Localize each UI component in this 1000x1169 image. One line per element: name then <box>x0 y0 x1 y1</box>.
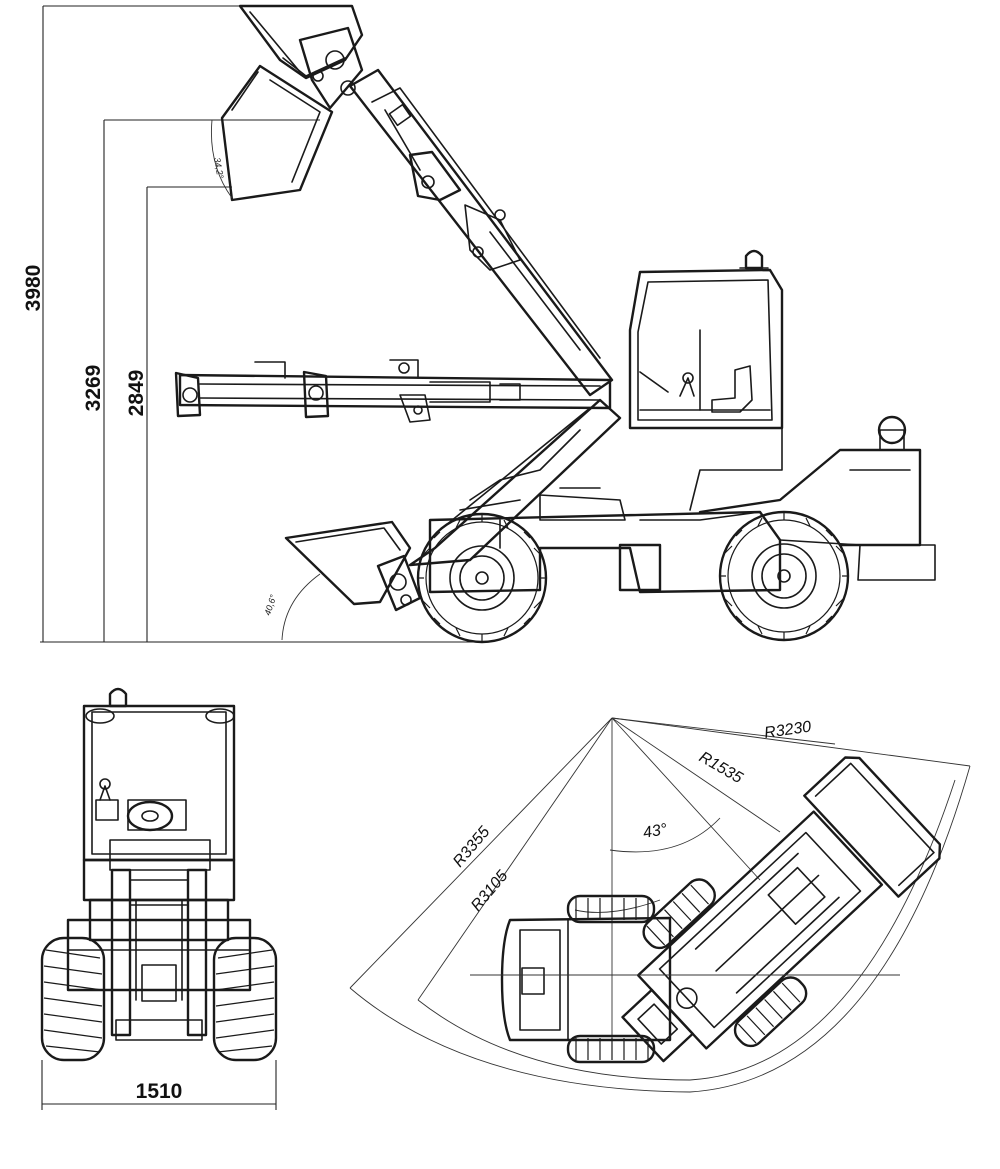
turning-radius-view: R3355 R3105 R3230 R1535 43° <box>349 717 971 1093</box>
raised-bucket <box>238 4 364 80</box>
height-dimension-lines <box>42 5 320 642</box>
lowered-boom <box>408 398 622 567</box>
chassis <box>428 415 936 594</box>
rear-wheel <box>718 510 850 642</box>
turning-arcs <box>349 765 971 1093</box>
height-max-label: 3980 <box>22 265 45 312</box>
radius-lines <box>349 717 971 1060</box>
top-coupler <box>298 26 364 110</box>
side-view: 3980 3269 2849 34,2° <box>22 4 936 644</box>
angle-arc-bottom <box>281 573 321 641</box>
radius-min-label: R1535 <box>696 749 745 787</box>
front-right-tyre <box>212 936 278 1062</box>
cab <box>628 249 784 511</box>
front-left-tyre <box>40 936 106 1062</box>
dump-bucket <box>220 64 334 202</box>
height-pin-label: 3269 <box>82 365 105 412</box>
horizontal-boom <box>174 359 612 423</box>
raised-boom <box>348 68 614 397</box>
height-dump-label: 2849 <box>125 370 148 417</box>
front-beacon <box>108 687 128 708</box>
width-label: 1510 <box>136 1080 183 1103</box>
front-view: 1510 <box>40 687 278 1110</box>
front-wheel <box>416 512 548 644</box>
angle-bottom-label: 40,6° <box>262 593 278 617</box>
angle-arc-top <box>211 119 233 199</box>
angle-top-label: 34,2° <box>212 157 226 180</box>
articulation-angle-label: 43° <box>642 821 669 842</box>
radius-bucket-label: R3230 <box>763 719 812 742</box>
radius-inner-label: R3105 <box>468 867 511 914</box>
front-frame <box>621 756 942 1063</box>
lowered-bucket <box>284 520 422 612</box>
rear-frame <box>500 894 672 1064</box>
